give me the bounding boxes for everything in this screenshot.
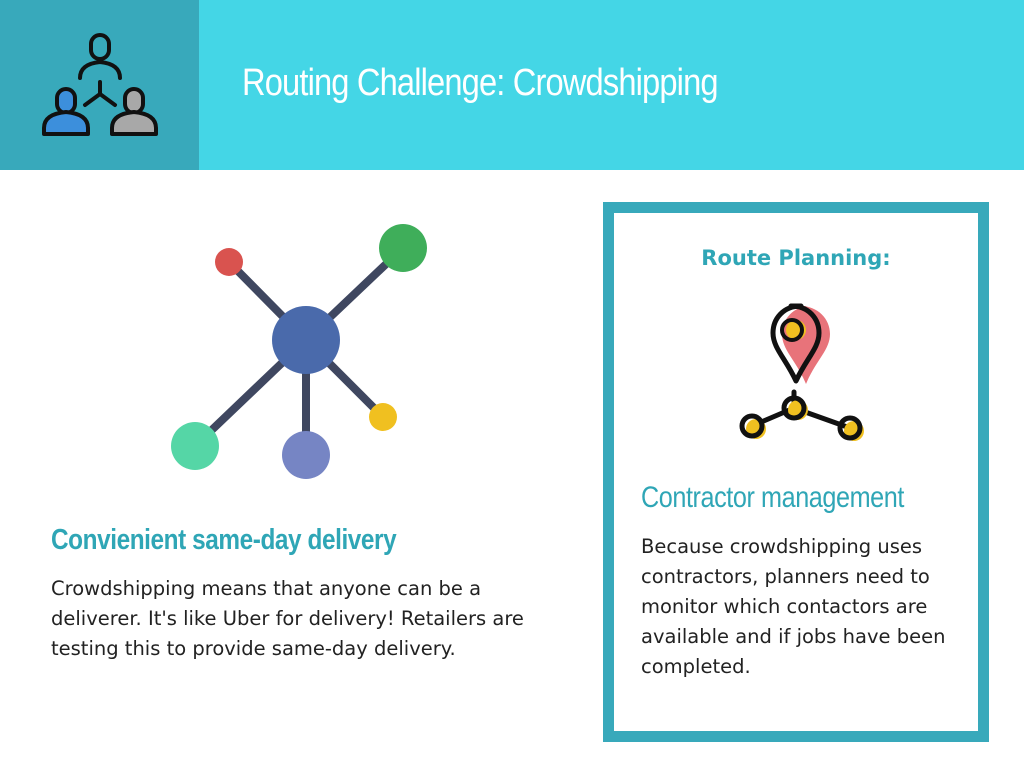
- card-body-text: Because crowdshipping uses contractors, …: [641, 535, 946, 678]
- network-node-lavender: [282, 431, 330, 479]
- header-icon-box: [0, 0, 199, 170]
- left-heading: Convienient same-day delivery: [51, 524, 397, 556]
- network-node-green: [379, 224, 427, 272]
- page-title: Routing Challenge: Crowdshipping: [242, 62, 719, 104]
- left-body-text: Crowdshipping means that anyone can be a…: [51, 577, 524, 660]
- network-node-red: [215, 248, 243, 276]
- network-nodes-icon: [171, 224, 427, 479]
- team-hierarchy-icon: [42, 33, 158, 136]
- header-banner: Routing Challenge: Crowdshipping: [0, 0, 1024, 170]
- network-node-center: [272, 306, 340, 374]
- map-pin-route-icon: [739, 303, 864, 441]
- network-node-mint: [171, 422, 219, 470]
- route-planning-card: Route Planning: Contractor management Be…: [603, 202, 989, 742]
- card-heading: Contractor management: [641, 481, 904, 514]
- network-node-yellow: [369, 403, 397, 431]
- card-label: Route Planning:: [701, 246, 891, 270]
